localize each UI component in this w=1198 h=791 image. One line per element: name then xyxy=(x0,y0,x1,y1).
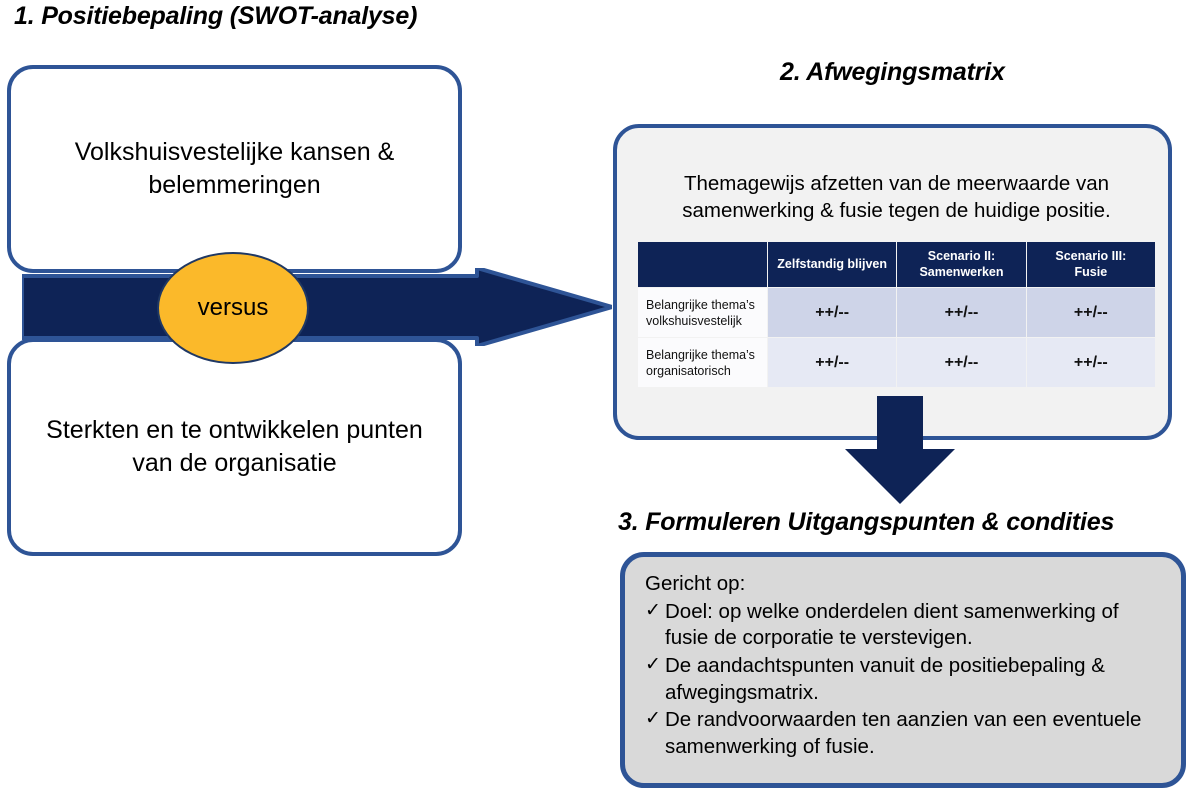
table-header-line2: Samenwerken xyxy=(919,264,1004,279)
table-header-cell-scenario-2: Scenario II: Samenwerken xyxy=(896,240,1027,289)
section-heading-positiebepaling: 1. Positiebepaling (SWOT-analyse) xyxy=(14,2,418,30)
table-row-label-organisatorisch: Belangrijke thema’s organisatorisch xyxy=(637,337,768,389)
uitgangspunten-card: Gericht op: ✓ Doel: op welke onderdelen … xyxy=(620,552,1186,788)
matrix-intro-text: Themagewijs afzetten van de meerwaarde v… xyxy=(682,172,1111,223)
table-cell-score: ++/-- xyxy=(896,337,1027,389)
versus-label: versus xyxy=(197,294,269,321)
table-row-label-volkshuisvestelijk: Belangrijke thema’s volkshuisvestelijk xyxy=(637,287,768,339)
check-icon: ✓ xyxy=(645,708,661,730)
swot-box-sterkten-text: Sterkten en te ontwikkelen punten van de… xyxy=(46,415,423,477)
table-row: Belangrijke thema’s volkshuisvestelijk +… xyxy=(637,287,1157,339)
table-cell-score: ++/-- xyxy=(766,287,898,339)
check-icon: ✓ xyxy=(645,653,661,675)
table-body: Belangrijke thema’s volkshuisvestelijk +… xyxy=(637,287,1157,389)
table-cell-score: ++/-- xyxy=(766,337,898,389)
table-header-line1: Zelfstandig blijven xyxy=(777,256,888,271)
afwegingsmatrix-table: Zelfstandig blijven Scenario II: Samenwe… xyxy=(637,240,1157,389)
row-label-line1: Belangrijke thema’s xyxy=(646,297,755,312)
row-label-line1: Belangrijke thema’s xyxy=(646,347,755,362)
conditions-intro-text: Gericht op: xyxy=(645,572,746,595)
table-header-row: Zelfstandig blijven Scenario II: Samenwe… xyxy=(637,240,1157,289)
versus-circle: versus xyxy=(157,252,309,364)
section-heading-uitgangspunten: 3. Formuleren Uitgangspunten & condities xyxy=(618,508,1115,536)
afwegingsmatrix-card: Themagewijs afzetten van de meerwaarde v… xyxy=(613,124,1172,440)
table-cell-score: ++/-- xyxy=(896,287,1027,339)
list-item-text: Doel: op welke onderdelen dient samenwer… xyxy=(665,599,1119,650)
list-item: ✓ Doel: op welke onderdelen dient samenw… xyxy=(645,599,1163,652)
section-heading-afwegingsmatrix: 2. Afwegingsmatrix xyxy=(780,58,1005,86)
list-item-text: De randvoorwaarden ten aanzien van een e… xyxy=(665,708,1142,758)
arrow-right-icon xyxy=(22,268,612,346)
table-cell-score: ++/-- xyxy=(1025,287,1157,339)
list-item-text: De aandachtspunten vanuit de positiebepa… xyxy=(665,653,1105,704)
swot-box-sterkten: Sterkten en te ontwikkelen punten van de… xyxy=(7,338,462,556)
row-label-line2: volkshuisvestelijk xyxy=(646,313,742,328)
row-label-line2: organisatorisch xyxy=(646,363,731,378)
list-item: ✓ De aandachtspunten vanuit de positiebe… xyxy=(645,653,1163,706)
table-header-cell-scenario-3: Scenario III: Fusie xyxy=(1025,240,1157,289)
table-header: Zelfstandig blijven Scenario II: Samenwe… xyxy=(637,240,1157,289)
list-item: ✓ De randvoorwaarden ten aanzien van een… xyxy=(645,707,1163,760)
table-header-line1: Scenario III: xyxy=(1055,249,1127,263)
arrow-down-icon xyxy=(845,396,955,504)
swot-box-kansen: Volkshuisvestelijke kansen & belemmering… xyxy=(7,65,462,273)
table-cell-score: ++/-- xyxy=(1025,337,1157,389)
table-row: Belangrijke thema’s organisatorisch ++/-… xyxy=(637,337,1157,389)
table-header-cell-blank xyxy=(637,240,768,289)
table-header-line2: Fusie xyxy=(1074,264,1108,279)
swot-box-kansen-text: Volkshuisvestelijke kansen & belemmering… xyxy=(74,137,395,199)
check-icon: ✓ xyxy=(645,599,661,621)
table-header-cell-zelfstandig: Zelfstandig blijven xyxy=(766,240,898,289)
table-header-line1: Scenario II: xyxy=(927,249,996,263)
